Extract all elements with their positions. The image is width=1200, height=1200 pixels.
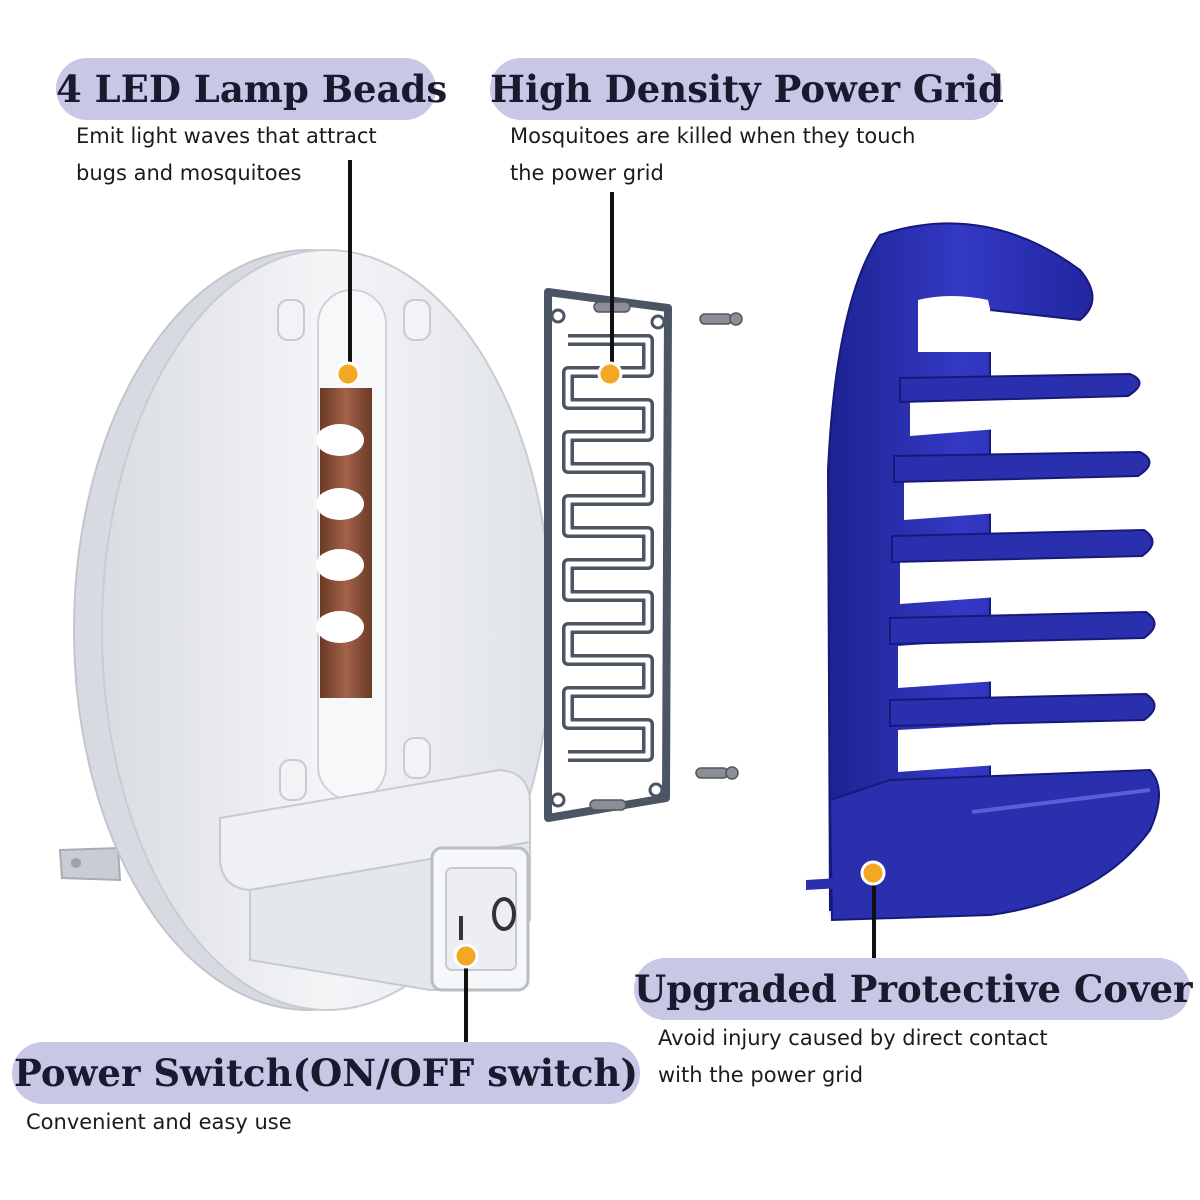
led-beads [316, 424, 364, 643]
device-body [58, 249, 553, 1011]
plug-prong [58, 846, 122, 882]
power-switch-title: Power Switch(ON/OFF switch) [12, 1042, 640, 1104]
cover-openings [898, 296, 1012, 772]
marker-dot-led [335, 361, 361, 387]
led-beads-desc-line2: bugs and mosquitoes [76, 161, 302, 185]
marker-dot-grid [597, 361, 623, 387]
led-beads-desc-line1: Emit light waves that attract [76, 124, 377, 148]
protective-cover-title: Upgraded Protective Cover [634, 958, 1193, 1020]
cover-ribs [889, 372, 1156, 728]
protective-cover-desc-line1: Avoid injury caused by direct contact [658, 1026, 1048, 1050]
led-beads-description: Emit light waves that attract bugs and m… [76, 118, 377, 192]
protective-cover-description: Avoid injury caused by direct contact wi… [658, 1020, 1048, 1094]
leader-lines [348, 160, 876, 1044]
power-grid [544, 288, 672, 822]
marker-dot-cover [860, 860, 886, 886]
protective-cover [806, 222, 1160, 922]
protective-cover-desc-line2: with the power grid [658, 1063, 864, 1087]
power-grid-title: High Density Power Grid [490, 58, 1004, 120]
mounting-studs [277, 299, 431, 801]
power-grid-desc-line2: the power grid [510, 161, 664, 185]
led-beads-title: 4 LED Lamp Beads [56, 58, 447, 120]
led-bead [316, 549, 364, 581]
marker-dot-switch [453, 943, 479, 969]
rocker-switch[interactable] [430, 846, 530, 992]
power-switch-description: Convenient and easy use [26, 1104, 292, 1141]
led-bead [316, 611, 364, 643]
marker-dots [335, 361, 886, 969]
led-bead [316, 488, 364, 520]
power-switch-desc-line1: Convenient and easy use [26, 1110, 292, 1134]
power-grid-desc-line1: Mosquitoes are killed when they touch [510, 124, 916, 148]
switch-on-mark [492, 897, 516, 931]
power-grid-description: Mosquitoes are killed when they touch th… [510, 118, 915, 192]
led-bead [316, 424, 364, 456]
